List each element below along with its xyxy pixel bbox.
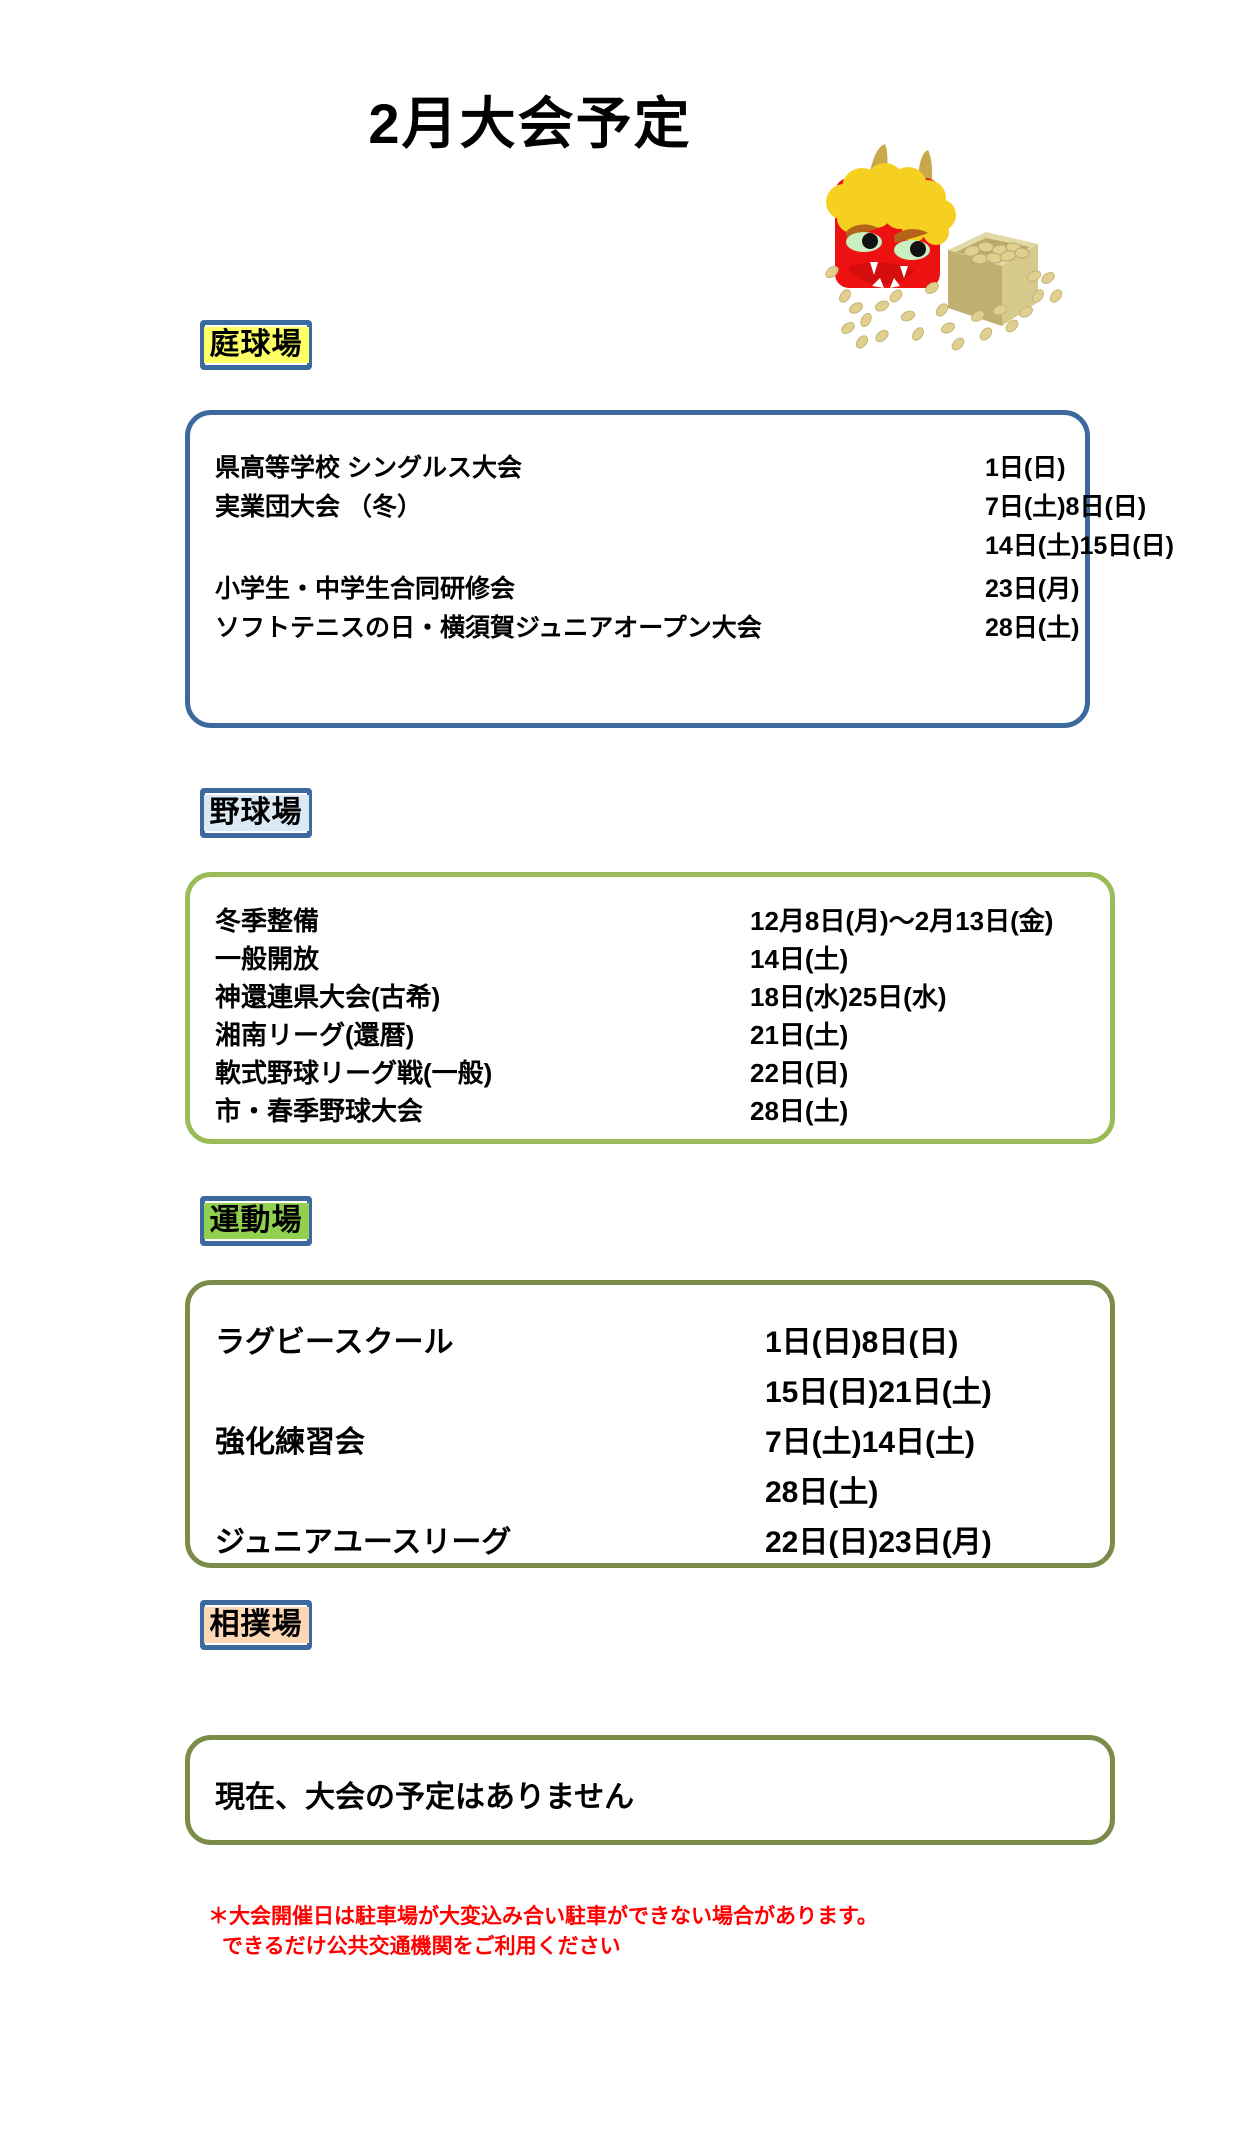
event-name: ジュニアユースリーグ [215,1526,512,1559]
event-date: 12月8日(月)～2月13日(金) [750,906,1054,936]
table-row-date: 28日(土) [985,608,1079,644]
footer-note: ＊大会開催日は駐車場が大変込み合い駐車ができない場合があります。 できるだけ公共… [208,1902,878,1963]
setsubun-oni-illustration [790,120,1070,370]
table-row-date: 21日(土) [750,1015,848,1052]
table-row-date: 12月8日(月)～2月13日(金) [750,901,1053,938]
event-name: ソフトテニスの日・横須賀ジュニアオープン大会 [215,614,762,642]
table-row-date: 28日(土) [750,1091,848,1128]
event-date-tail: ) [1137,493,1147,521]
event-date: 1日( [985,454,1033,482]
event-date-holiday: 日 [838,1376,869,1409]
content-box-sumo: 現在、大会の予定はありません [185,1735,1115,1845]
event-date: 21日(土) [750,1020,849,1050]
table-row-date: 1日(日)8日(日) [765,1317,958,1361]
table-row: 市・春季野球大会 [215,1091,423,1128]
event-date-tail: )8日( [851,1326,919,1359]
event-date-holiday-2: 月 [951,1526,982,1559]
event-date-tail: ) [1165,532,1174,560]
event-date: 28日(土) [985,614,1080,642]
page-title: 2月大会予定 [368,92,692,155]
content-box-tennis: 県高等学校 シングルス大会 1日(日) 実業団大会 （冬） 7日(土)8日(日)… [185,410,1174,728]
table-row: ラグビースクール [215,1317,454,1361]
table-row: 実業団大会 （冬） [215,487,422,523]
event-name: 市・春季野球大会 [215,1096,424,1126]
event-date-tail-2: ) [981,1526,992,1559]
content-box-baseball: 冬季整備 12月8日(月)～2月13日(金) 一般開放 14日(土) 神還連県大… [185,872,1115,1144]
event-name: 実業団大会 （冬） [215,493,422,521]
section-header-athletic: 運動場 [200,1196,312,1246]
event-date-tail: ) [1057,454,1066,482]
event-date-holiday: 日 [821,1326,852,1359]
section-header-baseball: 野球場 [200,788,312,838]
section-header-sumo: 相撲場 [200,1600,312,1650]
table-row: 県高等学校 シングルス大会 [215,448,522,484]
event-date: 7日(土)8日( [985,493,1113,521]
table-row-date: 22日(日) [750,1053,848,1090]
event-name: 軟式野球リーグ戦(一般) [215,1058,493,1088]
event-date-holiday: 日 [1032,454,1058,482]
table-row: 湘南リーグ(還暦) [215,1015,414,1052]
table-row-date: 7日(土)8日(日) [985,487,1146,523]
table-row-date: 28日(土) [765,1467,878,1511]
event-date-tail-2: ) [948,1326,959,1359]
content-box-athletic: ラグビースクール 1日(日)8日(日) 15日(日)21日(土) 強化練習会 7… [185,1280,1115,1568]
no-event-message: 現在、大会の予定はありません [215,1781,635,1814]
section-header-sumo-label: 相撲場 [203,1606,309,1644]
event-date-holiday: 日 [1140,532,1166,560]
table-row-date: 14日(土)15日(日) [985,526,1174,562]
event-date: 1日( [765,1326,822,1359]
event-name: 湘南リーグ(還暦) [215,1020,415,1050]
table-row-date: 23日(月) [985,569,1079,605]
event-date: 15日( [765,1376,839,1409]
table-row-date: 18日(水)25日(水) [750,977,946,1014]
event-date-holiday: 月 [1046,575,1072,603]
section-header-athletic-label: 運動場 [203,1202,309,1240]
event-date: 7日(土)14日(土) [765,1426,976,1459]
event-name: 神還連県大会(古希) [215,982,441,1012]
event-date-tail: )21日(土) [868,1376,992,1409]
event-date: 14日(土) [750,944,849,974]
footer-note-line-2: できるだけ公共交通機関をご利用ください [222,1935,621,1959]
table-row-date: 1日(日) [985,448,1066,484]
event-date: 14日(土)15日( [985,532,1141,560]
event-name: 強化練習会 [215,1426,365,1459]
table-row: 冬季整備 [215,901,319,938]
event-name: 県高等学校 シングルス大会 [215,454,522,482]
event-date: 22日( [750,1058,814,1088]
section-header-baseball-label: 野球場 [203,794,309,832]
event-date-holiday: 日 [813,1058,840,1088]
event-date: 28日(土) [750,1096,849,1126]
table-row-date: 14日(土) [750,939,848,976]
table-row-date: 7日(土)14日(土) [765,1417,975,1461]
table-row: ジュニアユースリーグ [215,1517,511,1561]
table-row: 強化練習会 [215,1417,365,1461]
event-name: ラグビースクール [215,1326,454,1359]
section-header-tennis-label: 庭球場 [203,326,309,364]
event-date-holiday: 日 [838,1526,869,1559]
table-row-date: 22日(日)23日(月) [765,1517,992,1561]
table-row: 小学生・中学生合同研修会 [215,569,515,605]
table-row: ソフトテニスの日・横須賀ジュニアオープン大会 [215,608,762,644]
event-name: 小学生・中学生合同研修会 [215,575,516,603]
event-date: 28日(土) [765,1476,879,1509]
event-name: 一般開放 [215,944,320,974]
event-date: 23日( [985,575,1047,603]
table-row: 一般開放 [215,939,319,976]
footer-note-line-1: ＊大会開催日は駐車場が大変込み合い駐車ができない場合があります。 [208,1905,878,1928]
event-name: 冬季整備 [215,906,320,936]
event-date: 22日( [765,1526,839,1559]
event-date-holiday: 日 [1112,493,1138,521]
table-row: 神還連県大会(古希) [215,977,440,1014]
table-row-date: 15日(日)21日(土) [765,1367,992,1411]
section-header-tennis: 庭球場 [200,320,312,370]
table-row: 軟式野球リーグ戦(一般) [215,1053,492,1090]
event-date-tail: )23日( [868,1526,952,1559]
event-date-tail: ) [1071,575,1080,603]
event-date: 18日(水)25日(水) [750,982,947,1012]
event-date-tail: ) [839,1058,849,1088]
event-date-holiday-2: 日 [918,1326,949,1359]
